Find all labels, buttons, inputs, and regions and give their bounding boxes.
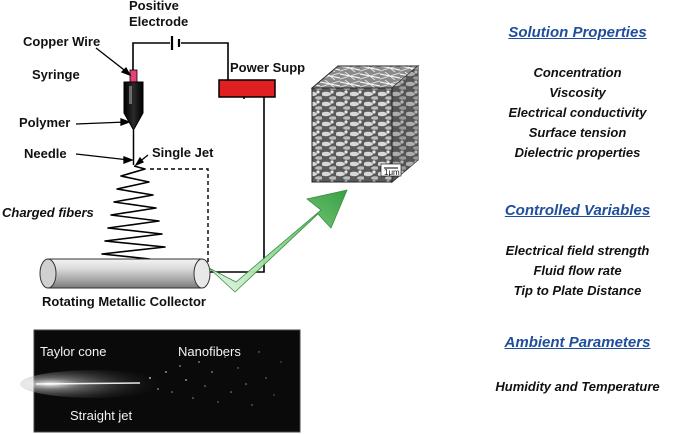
- single-jet-label: Single Jet: [152, 145, 214, 160]
- syringe-label: Syringe: [32, 67, 80, 82]
- sem-fiber-cube: [310, 64, 420, 184]
- collector-label: Rotating Metallic Collector: [42, 294, 206, 309]
- power-supply: [218, 79, 276, 98]
- variable-item: Tip to Plate Distance: [513, 283, 642, 298]
- circuit-wire: [132, 42, 265, 273]
- copper-wire-label: Copper Wire: [23, 34, 101, 49]
- controlled-variables-title: Controlled Variables: [504, 202, 651, 219]
- rotating-collector: [39, 258, 211, 289]
- battery-symbol: [170, 36, 181, 50]
- power-supply-label: Power Supp: [230, 60, 306, 75]
- ambient-parameters-title: Ambient Parameters: [504, 334, 651, 351]
- controlled-variables-section: Controlled Variables Electrical field st…: [470, 202, 685, 301]
- needle-label: Needle: [24, 146, 67, 161]
- charged-fiber-coil: [101, 165, 166, 260]
- property-item: Surface tension: [528, 125, 627, 140]
- property-item: Viscosity: [549, 85, 606, 100]
- property-item: Dielectric properties: [514, 145, 641, 160]
- scale-bar-label: 1μm: [384, 168, 400, 177]
- ambient-parameters-section: Ambient Parameters Humidity and Temperat…: [470, 334, 685, 397]
- green-arrow: [208, 189, 348, 293]
- variable-item: Electrical field strength: [505, 243, 650, 258]
- solution-properties-title: Solution Properties: [508, 24, 647, 41]
- electrospinning-photo: [20, 329, 301, 433]
- positive-electrode-label: Positive Electrode: [129, 0, 189, 29]
- property-item: Electrical conductivity: [508, 105, 647, 120]
- nanofibers-label: Nanofibers: [178, 344, 241, 359]
- ambient-item: Humidity and Temperature: [495, 379, 660, 394]
- syringe: [123, 81, 144, 132]
- solution-properties-section: Solution Properties Concentration Viscos…: [470, 24, 685, 163]
- charged-fibers-label: Charged fibers: [2, 205, 94, 220]
- label-arrows: [75, 47, 149, 167]
- straight-jet-label: Straight jet: [70, 408, 133, 423]
- property-item: Concentration: [533, 65, 622, 80]
- polymer-label: Polymer: [19, 115, 71, 130]
- variable-item: Fluid flow rate: [533, 263, 622, 278]
- taylor-cone-label: Taylor cone: [40, 344, 107, 359]
